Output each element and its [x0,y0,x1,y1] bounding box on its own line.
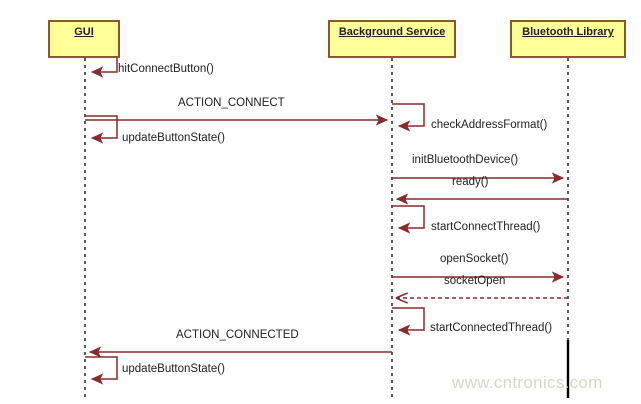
lifelines-group [84,58,569,398]
message-label-m11: ACTION_CONNECTED [176,329,299,341]
participant-label: Background Service [338,26,446,38]
self-message-m10 [392,307,425,336]
participant-label: GUI [74,26,94,38]
watermark-text: www.cntronics.com [452,373,603,392]
message-label-m6: ready() [452,176,489,188]
message-label-m1: hitConnectButton() [118,63,214,75]
messages-group [85,49,568,385]
message-label-m4: updateButtonState() [122,132,225,144]
message-label-m2: ACTION_CONNECT [178,97,285,109]
self-message-m3 [392,103,425,132]
message-label-m10: startConnectedThread() [430,322,553,334]
participant-label: Bluetooth Library [522,26,614,38]
message-label-m8: openSocket() [440,253,509,265]
participant-bluetooth_library[interactable]: Bluetooth Library [510,20,626,58]
self-message-m12 [85,356,118,385]
message-label-m9: socketOpen [444,275,506,287]
message-label-m5: initBluetoothDevice() [412,154,519,166]
participant-gui[interactable]: GUI [48,20,120,58]
message-label-m7: startConnectThread() [431,221,541,233]
message-label-m3: checkAddressFormat() [431,119,548,131]
participant-background_service[interactable]: Background Service [328,20,456,58]
message-label-m12: updateButtonState() [122,363,225,375]
self-message-m4 [85,115,118,144]
self-message-m7 [392,205,425,234]
